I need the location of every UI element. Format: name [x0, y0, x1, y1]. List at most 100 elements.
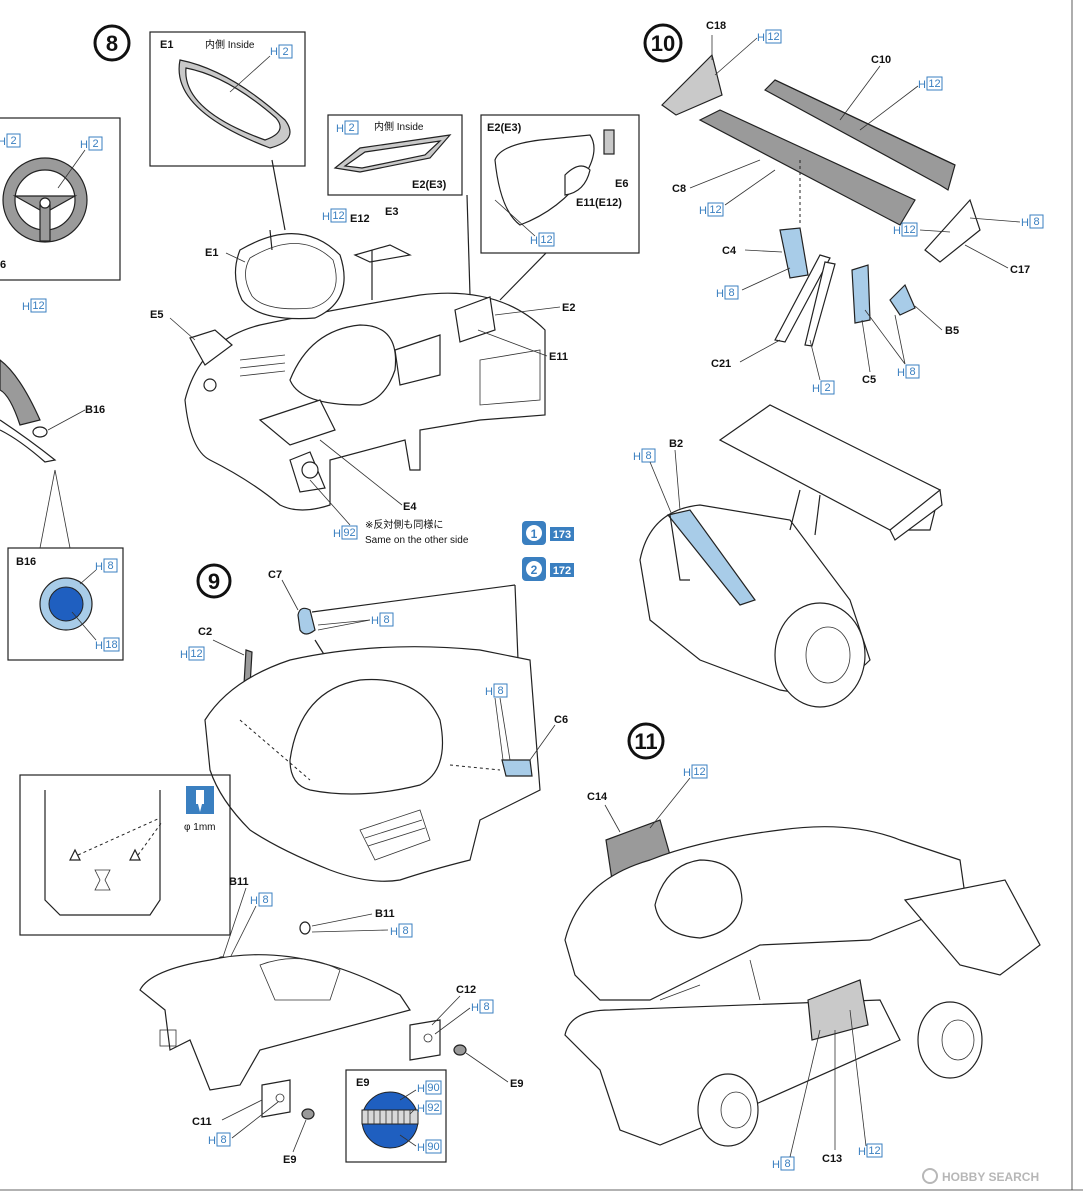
svg-text:H: H [485, 686, 493, 698]
svg-text:H: H [80, 139, 88, 151]
paint-ref-h8-c17: H 8 [1021, 214, 1044, 229]
c18-endplate [661, 53, 723, 116]
c7-mirror [297, 607, 316, 635]
e2-inset-box [327, 114, 463, 196]
c13-part [807, 979, 869, 1041]
e11-label: E11 [549, 351, 568, 363]
svg-text:8: 8 [909, 366, 915, 378]
step-9-number: 9 [208, 569, 220, 594]
c12-label: C12 [456, 984, 476, 996]
ref1-page: 173 [553, 529, 571, 541]
step-10: 10 C18 H 12 C10 H 12 C8 H 12 [633, 20, 1044, 708]
note-en: Same on the other side [365, 535, 469, 546]
svg-text:92: 92 [343, 527, 355, 539]
e1-inset-box [149, 31, 306, 167]
paint-ref-h8-b11-right: H 8 [390, 923, 413, 938]
svg-text:2: 2 [10, 135, 16, 147]
svg-text:12: 12 [190, 648, 202, 660]
e12-label: E12 [350, 213, 370, 225]
body-step11 [564, 826, 966, 1001]
paint-ref-h8-c5: H 8 [897, 364, 920, 379]
c14-label: C14 [587, 791, 608, 803]
paint-ref-h18-detail: H 18 [95, 637, 120, 652]
e11e12-label: E11(E12) [576, 197, 622, 209]
note-jp: ※反対側も同様に [365, 518, 443, 531]
e6-part [603, 129, 615, 155]
canopy-step11 [654, 859, 743, 939]
svg-text:H: H [333, 528, 341, 540]
step-11-badge [627, 722, 665, 760]
wheel-inset-box [0, 117, 121, 281]
svg-text:2: 2 [348, 122, 354, 134]
b5-bracket [889, 283, 916, 316]
drill-size: φ 1mm [184, 822, 215, 833]
svg-text:8: 8 [107, 560, 113, 572]
e6-label: E6 [615, 178, 628, 190]
paint-ref-h8-c4: H 8 [716, 285, 739, 300]
hobby-search-watermark: HOBBY SEARCH [922, 1168, 1039, 1184]
e1-callout-line [271, 159, 286, 231]
b16-detail-box [7, 547, 124, 661]
svg-text:2: 2 [824, 382, 830, 394]
svg-text:H: H [208, 1135, 216, 1147]
svg-text:H: H [757, 32, 765, 44]
svg-text:12: 12 [332, 210, 344, 222]
paint-ref-h12-c17: H 12 [893, 222, 918, 237]
svg-text:H: H [812, 383, 820, 395]
c4-strut [779, 227, 809, 279]
c17-endplate [924, 198, 981, 263]
paint-ref-h90-b: H 90 [417, 1139, 442, 1154]
e2-e11-inset-box [480, 114, 640, 254]
paint-ref-h8-c7: H 8 [371, 612, 394, 627]
c7-label: C7 [268, 569, 282, 581]
svg-text:92: 92 [427, 1102, 439, 1114]
svg-text:H: H [858, 1146, 866, 1158]
c6-mirror [501, 759, 533, 777]
svg-text:12: 12 [928, 78, 940, 90]
svg-text:H: H [22, 301, 30, 313]
cockpit-opening [289, 324, 397, 406]
c11-label: C11 [192, 1116, 212, 1128]
svg-text:H: H [716, 288, 724, 300]
svg-text:8: 8 [728, 287, 734, 299]
paint-ref-h2-b: H 2 [336, 120, 359, 135]
b11-right-label: B11 [375, 908, 395, 920]
e9-bottom-part [301, 1108, 315, 1120]
svg-text:18: 18 [105, 639, 117, 651]
svg-text:8: 8 [402, 925, 408, 937]
b2-frame [666, 509, 756, 606]
c8-wing [698, 109, 916, 226]
c21-stay [774, 254, 831, 343]
svg-text:2: 2 [92, 138, 98, 150]
c5-label: C5 [862, 374, 876, 386]
ref1-number: 1 [531, 527, 538, 541]
svg-text:H: H [250, 895, 258, 907]
step-11-number: 11 [634, 729, 657, 754]
drill-body-outline [44, 790, 161, 916]
step-8: 8 E1 内側 Inside H 2 H 2 内側 Inside E2(E3) … [0, 24, 640, 661]
paint-ref-h92: H 92 [333, 525, 358, 540]
svg-text:H: H [417, 1083, 425, 1095]
inside-label-1: 内側 Inside [205, 38, 255, 51]
c12-part [409, 1019, 441, 1061]
svg-text:H: H [336, 123, 344, 135]
svg-text:H: H [530, 235, 538, 247]
svg-text:H: H [270, 46, 278, 58]
svg-text:H: H [95, 640, 103, 652]
wheel-6-label: 6 [0, 259, 6, 271]
svg-text:H: H [417, 1103, 425, 1115]
paint-ref-h2-c21: H 2 [812, 380, 835, 395]
b2-label: B2 [669, 438, 683, 450]
rear-body-step9 [139, 954, 411, 1091]
svg-text:12: 12 [32, 300, 44, 312]
front-wheel-step11 [697, 1073, 759, 1147]
e12-on-body [353, 244, 412, 263]
svg-text:2: 2 [282, 46, 288, 58]
step-10-number: 10 [651, 31, 675, 56]
svg-text:12: 12 [540, 234, 552, 246]
dash-part-left [0, 359, 41, 426]
c5-strut [851, 264, 871, 324]
svg-text:8: 8 [262, 894, 268, 906]
e9-right-label: E9 [510, 1078, 523, 1090]
canopy-step9 [289, 678, 444, 795]
